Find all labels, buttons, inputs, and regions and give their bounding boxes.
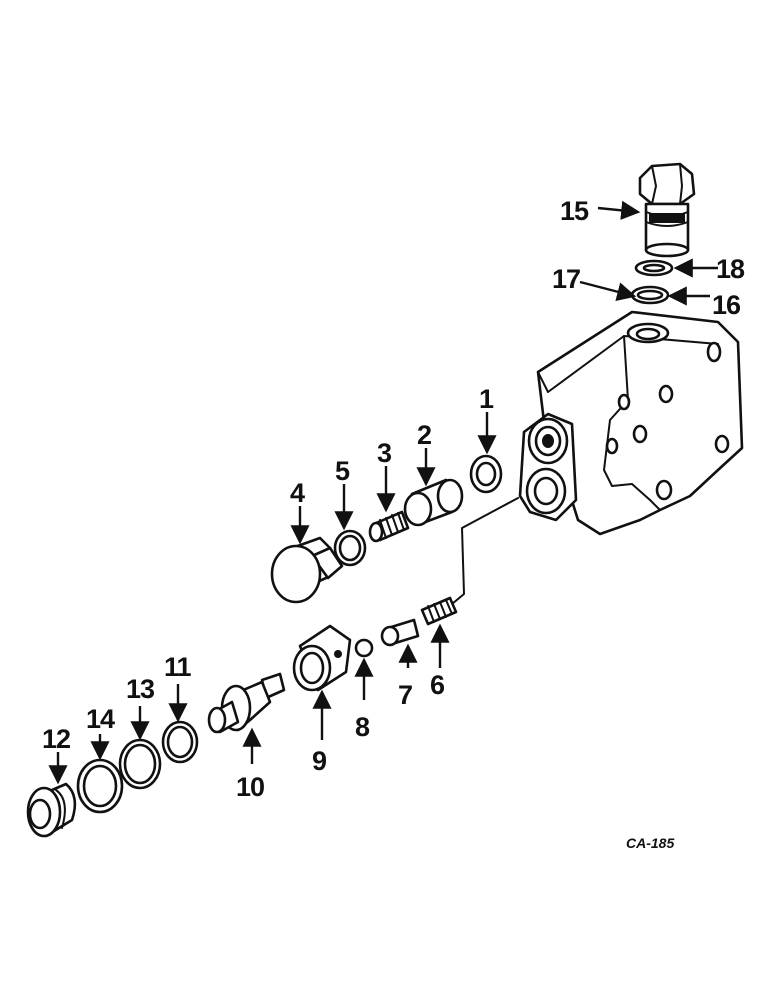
callout-17: 17: [552, 264, 580, 294]
part-7-pin: [380, 618, 420, 647]
callout-5: 5: [335, 456, 350, 486]
callout-11: 11: [164, 652, 192, 682]
callout-4: 4: [290, 478, 305, 508]
callout-15: 15: [560, 196, 589, 226]
callout-18: 18: [716, 254, 745, 284]
part-11-o-ring: [161, 720, 199, 764]
part-12-end-cap: [26, 782, 77, 838]
callout-8: 8: [355, 712, 370, 742]
part-9-seat: [292, 624, 352, 692]
part-6-spring: [420, 596, 458, 626]
part-14-backup-ring: [76, 758, 124, 814]
part-15-relief-plug: [638, 162, 696, 258]
callout-13: 13: [126, 674, 155, 704]
part-4-plug: [270, 536, 344, 604]
part-1-seal: [469, 454, 503, 494]
callout-9: 9: [312, 746, 327, 776]
part-13-o-ring: [118, 738, 162, 790]
part-5-o-ring: [333, 529, 367, 567]
callout-2: 2: [417, 420, 431, 450]
callout-7: 7: [398, 680, 412, 710]
part-3-spring: [368, 510, 410, 543]
callout-1: 1: [479, 384, 494, 414]
part-8-ball: [354, 638, 374, 658]
leader-lines: [48, 200, 718, 785]
callout-16: 16: [712, 290, 741, 320]
part-2-sleeve: [403, 478, 464, 527]
callout-12: 12: [42, 724, 70, 754]
callout-labels: 1 2 3 4 5 6 7 8 9 10 11 12 13 14 15 16 1…: [42, 196, 746, 802]
part-16-o-ring: [630, 285, 670, 305]
callout-10: 10: [236, 772, 264, 802]
valve-body: [518, 310, 744, 536]
flow-line: [451, 497, 519, 605]
callout-14: 14: [86, 704, 115, 734]
callout-3: 3: [377, 438, 392, 468]
part-10-valve-stem: [207, 672, 286, 734]
drawing-code: CA-185: [626, 835, 674, 851]
callout-6: 6: [430, 670, 445, 700]
part-18-washer: [634, 259, 674, 277]
